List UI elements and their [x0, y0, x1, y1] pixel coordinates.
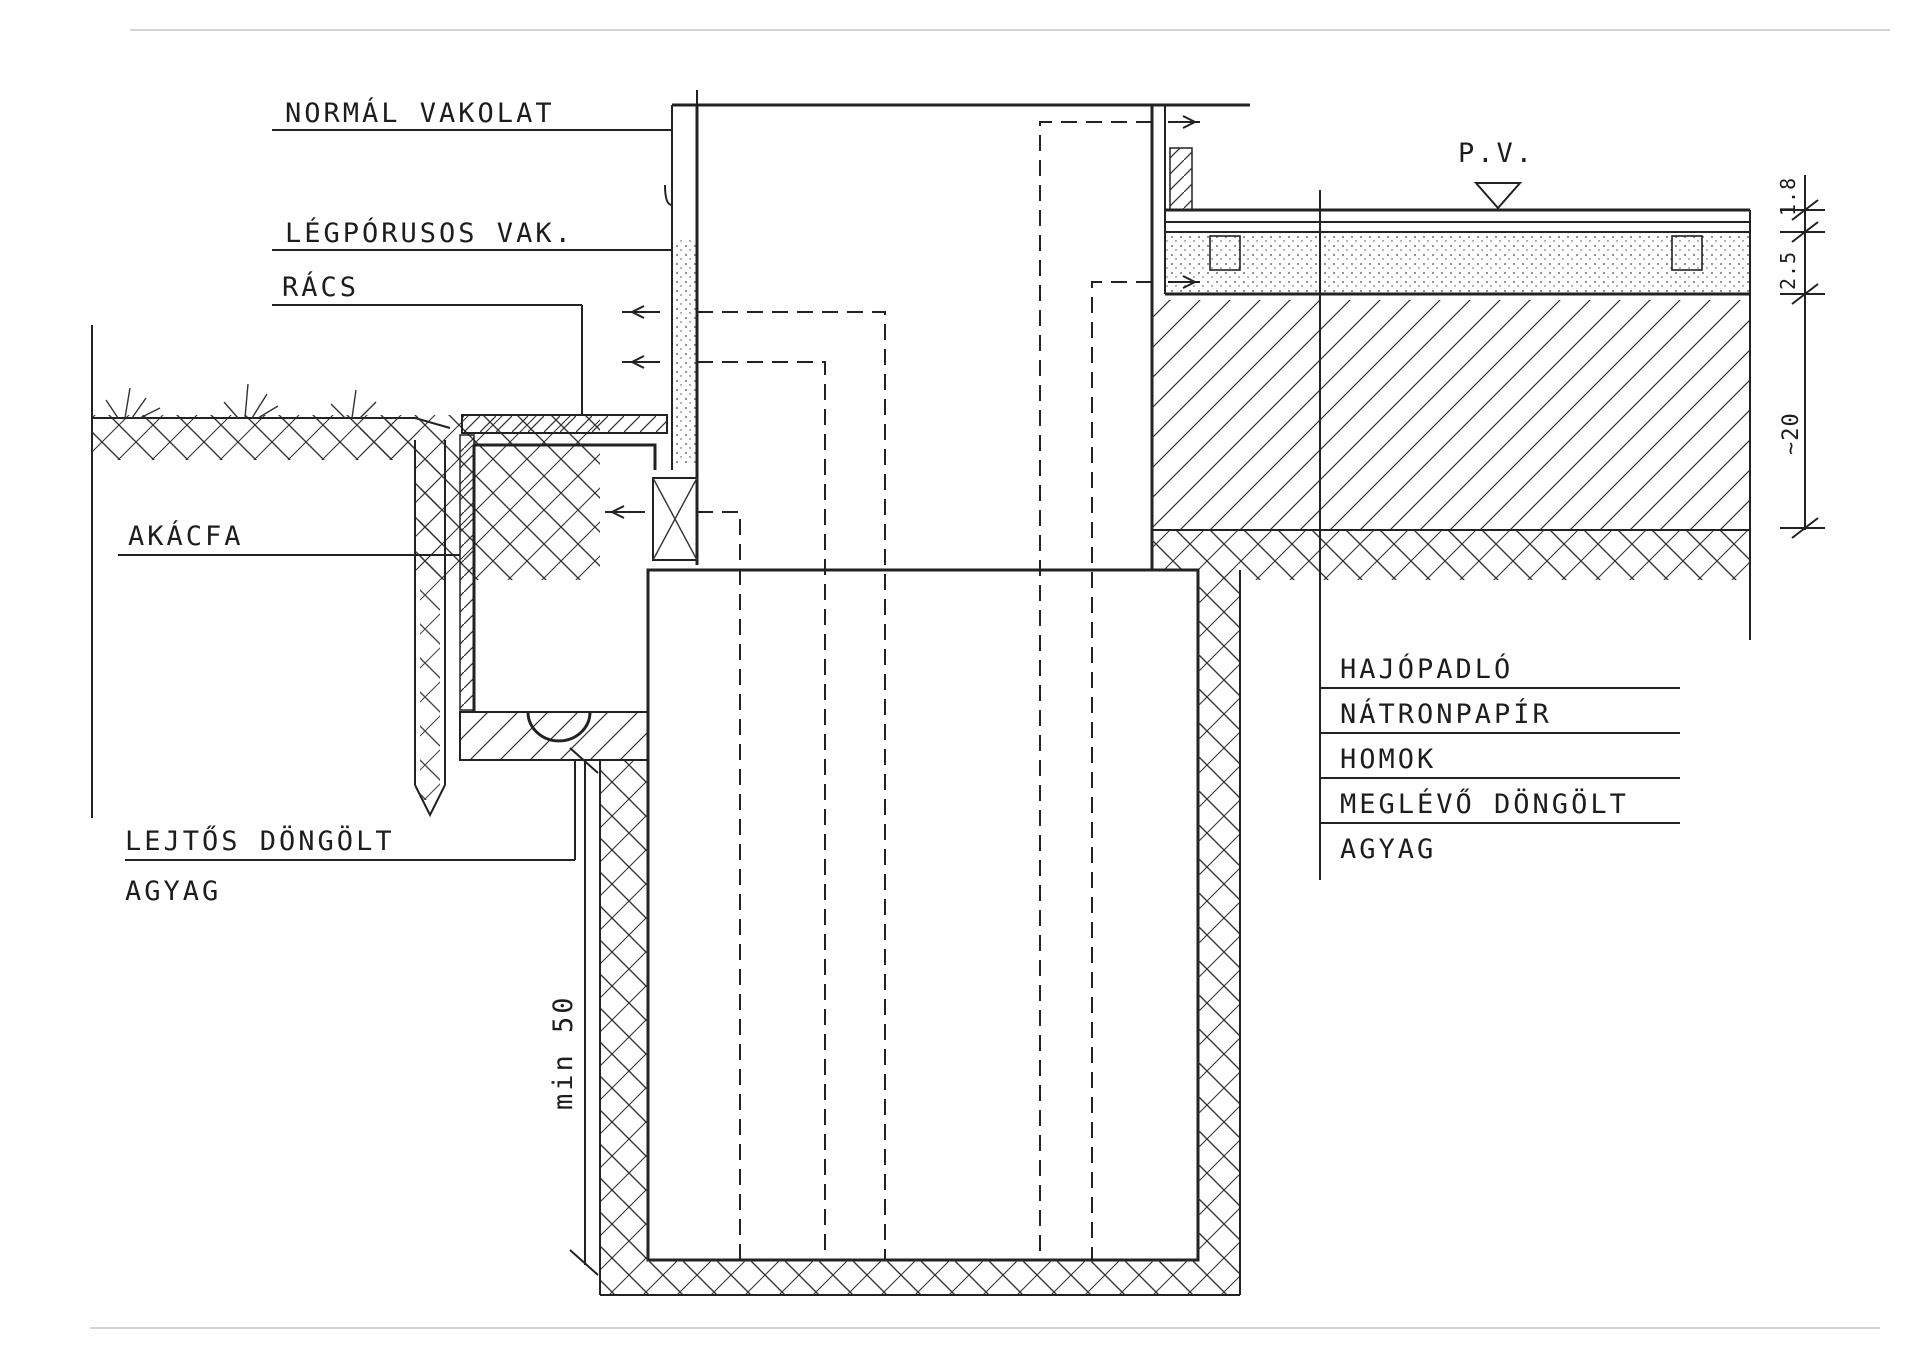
label-plaster: NORMÁL VAKOLAT — [285, 97, 555, 129]
dimension-depth — [569, 747, 599, 1276]
grass-icon — [105, 383, 377, 419]
dimension-chain-right — [1780, 175, 1825, 539]
floor-layer-label: AGYAG — [1340, 834, 1436, 865]
floor-layer-label: MEGLÉVŐ DÖNGÖLT — [1340, 788, 1629, 820]
paper-grid — [90, 29, 1890, 1329]
leader-lines — [118, 129, 1680, 824]
dimension-value: 1.8 — [1776, 177, 1800, 216]
label-porous-plaster: LÉGPÓRUSOS VAK. — [285, 217, 574, 249]
floor-layer-label: NÁTRONPAPÍR — [1340, 698, 1552, 730]
label-floor-level: P.V. — [1458, 138, 1535, 169]
floor-buildup — [1164, 105, 1751, 880]
foundation-footing — [599, 90, 1241, 1296]
wall-section — [664, 103, 1750, 580]
dimension-value: 2.5 — [1776, 251, 1800, 290]
depth-dimension-label: min 50 — [548, 994, 579, 1110]
floor-layer-label: HAJÓPADLÓ — [1340, 653, 1513, 685]
label-compacted: LEJTŐS DÖNGÖLT — [125, 825, 395, 857]
label-clay-left: AGYAG — [125, 876, 221, 907]
label-acacia: AKÁCFA — [128, 520, 244, 552]
label-grate: RÁCS — [282, 271, 359, 303]
dimension-value: ~20 — [1779, 412, 1804, 455]
arrow-marks — [605, 115, 1200, 519]
floor-layer-label: HOMOK — [1340, 744, 1436, 775]
drain-channel — [125, 414, 740, 861]
